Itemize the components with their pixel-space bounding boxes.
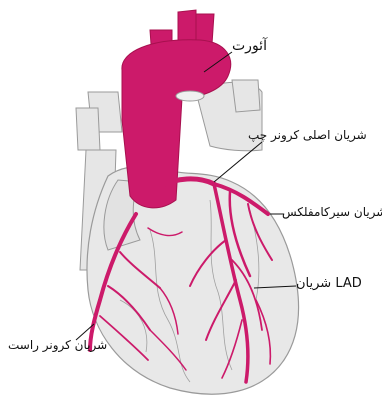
lad-label: LAD شریان <box>296 276 362 291</box>
circumflex-label: شریان سیرکامفلکس <box>282 205 382 219</box>
left-main-coronary-label: شریان اصلی کرونر چپ <box>248 128 367 142</box>
right-coronary-label: شریان کرونر راست <box>8 338 107 352</box>
aorta-label: آئورت <box>232 38 267 54</box>
